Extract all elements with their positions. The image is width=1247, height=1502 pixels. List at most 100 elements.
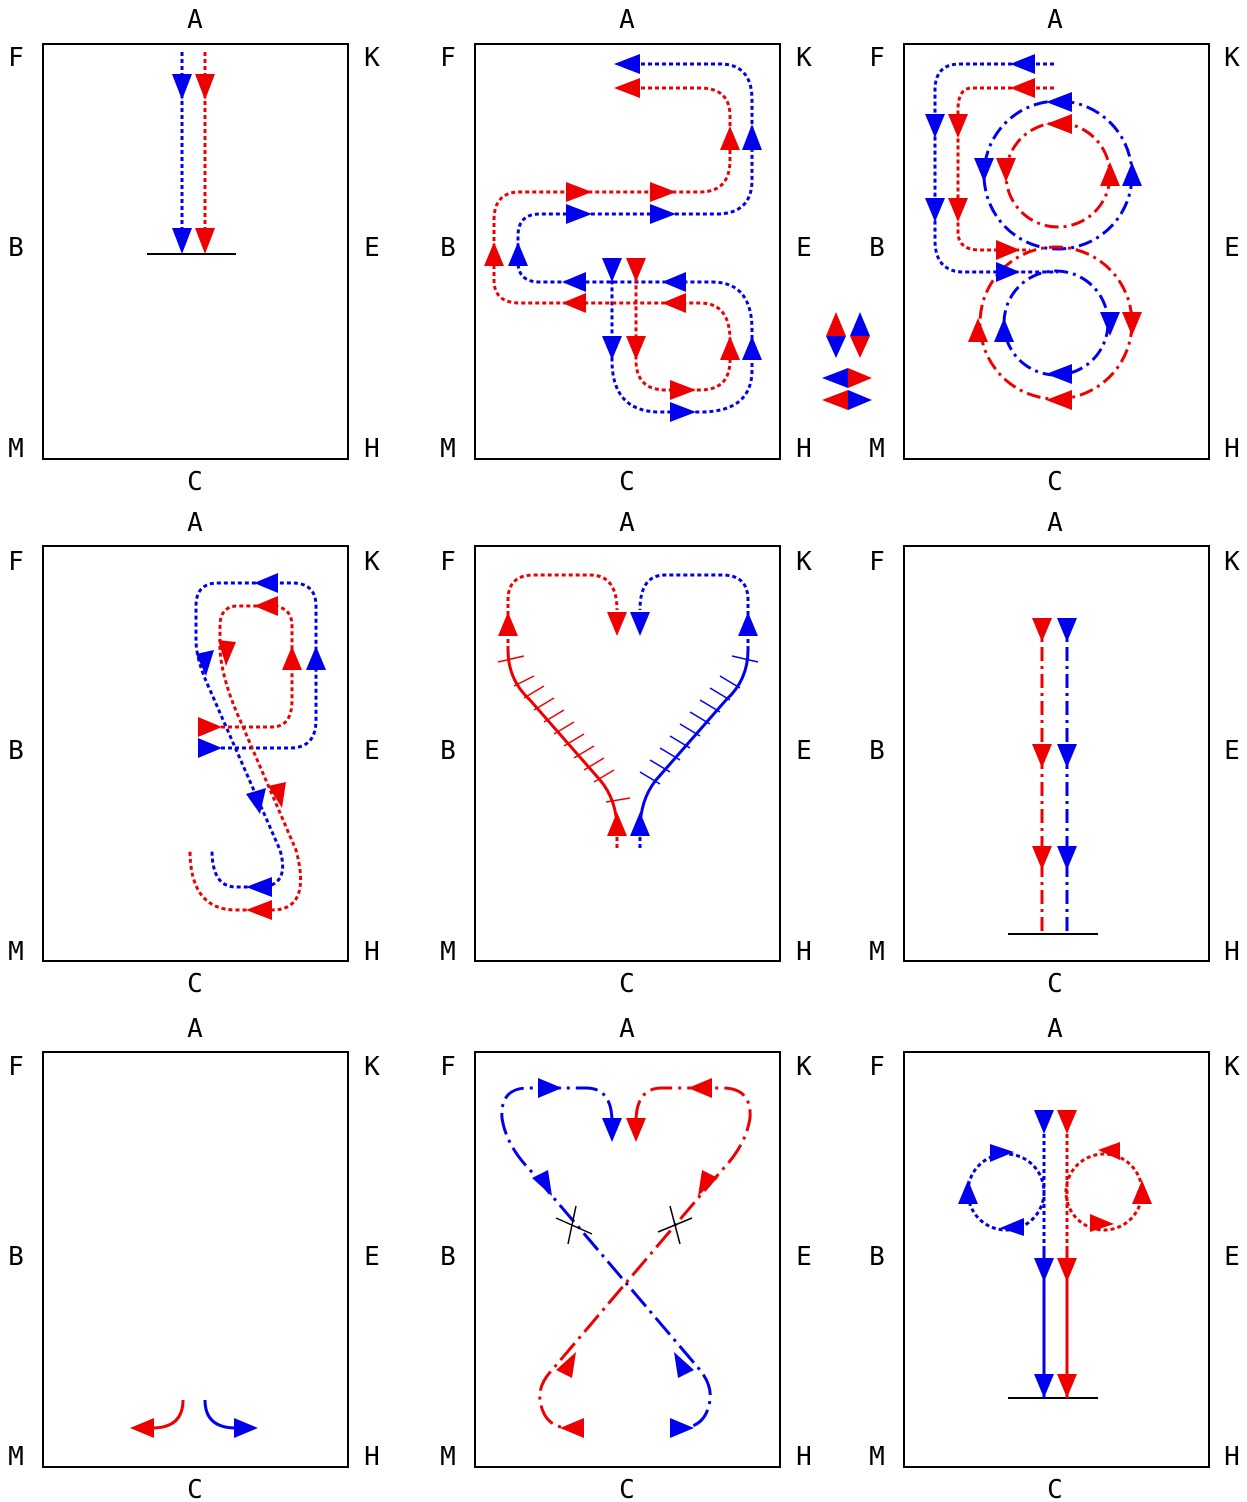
- red-circle: [1004, 121, 1112, 229]
- letter-h: H: [364, 937, 380, 967]
- letter-b: B: [869, 233, 885, 263]
- blue-path: [203, 1399, 237, 1430]
- red-arrow: [566, 182, 592, 202]
- red-path: [538, 1086, 752, 1430]
- blue-arrow: [306, 646, 326, 670]
- letter-b: B: [8, 736, 24, 766]
- blue-path: [500, 1086, 712, 1430]
- blue-arrow: [996, 262, 1020, 282]
- letter-f: F: [440, 43, 456, 73]
- red-arrow: [254, 596, 278, 616]
- letter-b: B: [8, 1242, 24, 1272]
- red-arrow: [720, 336, 740, 360]
- letter-k: K: [1224, 43, 1240, 73]
- letter-f: F: [869, 43, 885, 73]
- letter-c: C: [1047, 467, 1063, 497]
- panel-6: A C F B M K E H: [869, 508, 1240, 999]
- red-arrow: [948, 198, 968, 222]
- letter-b: B: [869, 736, 885, 766]
- letter-a: A: [1047, 1014, 1063, 1044]
- arena-outline: [903, 545, 1210, 962]
- red-arrow: [626, 336, 646, 360]
- arena-outline: [42, 1051, 349, 1468]
- letter-m: M: [8, 1442, 24, 1472]
- blue-arrow: [1046, 364, 1072, 384]
- letter-e: E: [796, 1242, 812, 1272]
- red-circle: [1064, 1152, 1144, 1232]
- red-arrow: [130, 1418, 154, 1438]
- panel-1: A C F B M K E H: [8, 5, 380, 497]
- blue-arrow: [1100, 312, 1120, 336]
- blue-arrow: [196, 650, 214, 676]
- letter-e: E: [1224, 233, 1240, 263]
- red-arrow: [1100, 162, 1120, 186]
- red-arrow: [1057, 1374, 1077, 1398]
- letter-h: H: [1224, 937, 1240, 967]
- blue-arrow: [738, 612, 758, 636]
- letter-b: B: [869, 1242, 885, 1272]
- blue-path: [194, 581, 318, 889]
- red-ticks: [497, 655, 631, 803]
- letter-f: F: [8, 547, 24, 577]
- blue-arrow: [172, 228, 192, 254]
- blue-arrow: [562, 272, 586, 292]
- letter-m: M: [869, 434, 885, 464]
- panel-4: A C F B M K E H: [8, 508, 380, 999]
- red-arrow: [218, 640, 236, 666]
- red-arrow: [1057, 1258, 1077, 1282]
- blue-arrow: [670, 402, 696, 422]
- red-arrow: [626, 1118, 646, 1142]
- blue-arrow: [246, 877, 272, 897]
- letter-e: E: [796, 736, 812, 766]
- letter-e: E: [364, 233, 380, 263]
- blue-path: [933, 62, 1058, 274]
- red-arrow: [1032, 744, 1052, 768]
- cross-marks: [555, 1205, 693, 1245]
- panel-3: A C F B M K E H: [869, 5, 1240, 497]
- panel-5: A C F B M K E H: [440, 508, 812, 999]
- blue-arrow: [1046, 92, 1072, 112]
- letter-f: F: [869, 1052, 885, 1082]
- letter-e: E: [364, 1242, 380, 1272]
- red-path: [188, 604, 303, 912]
- red-arrow: [1046, 114, 1072, 134]
- blue-arrow: [602, 258, 622, 282]
- red-arrow: [626, 258, 646, 282]
- blue-arrow: [990, 1144, 1014, 1162]
- red-arrow: [848, 368, 872, 388]
- panel-2: A C F B M K E H: [440, 5, 812, 497]
- letter-k: K: [796, 547, 812, 577]
- red-arrow: [662, 293, 686, 313]
- letter-e: E: [1224, 1242, 1240, 1272]
- blue-arrow: [538, 1078, 562, 1098]
- arena-outline: [474, 43, 781, 460]
- blue-arrow: [602, 1118, 622, 1142]
- blue-arrow: [1057, 618, 1077, 642]
- red-arrow: [614, 78, 640, 98]
- red-arrow: [1090, 1214, 1114, 1232]
- blue-arrow: [925, 114, 945, 138]
- blue-arrow: [254, 573, 278, 593]
- red-arrow: [282, 646, 302, 670]
- letter-k: K: [364, 43, 380, 73]
- letter-b: B: [440, 736, 456, 766]
- blue-arrow: [1057, 846, 1077, 870]
- red-arrow: [195, 74, 215, 100]
- blue-arrow: [925, 198, 945, 222]
- blue-arrow: [742, 124, 762, 150]
- arena-outline: [42, 545, 349, 962]
- blue-arrow: [630, 612, 650, 636]
- letter-m: M: [8, 434, 24, 464]
- letter-f: F: [440, 1052, 456, 1082]
- letter-m: M: [869, 937, 885, 967]
- letter-h: H: [1224, 434, 1240, 464]
- blue-arrow: [1034, 1374, 1054, 1398]
- red-arrow: [195, 228, 215, 254]
- letter-a: A: [1047, 508, 1063, 538]
- letter-m: M: [869, 1442, 885, 1472]
- letter-c: C: [619, 1475, 635, 1502]
- red-path: [506, 573, 619, 650]
- letter-h: H: [796, 434, 812, 464]
- red-arrow: [1122, 312, 1142, 336]
